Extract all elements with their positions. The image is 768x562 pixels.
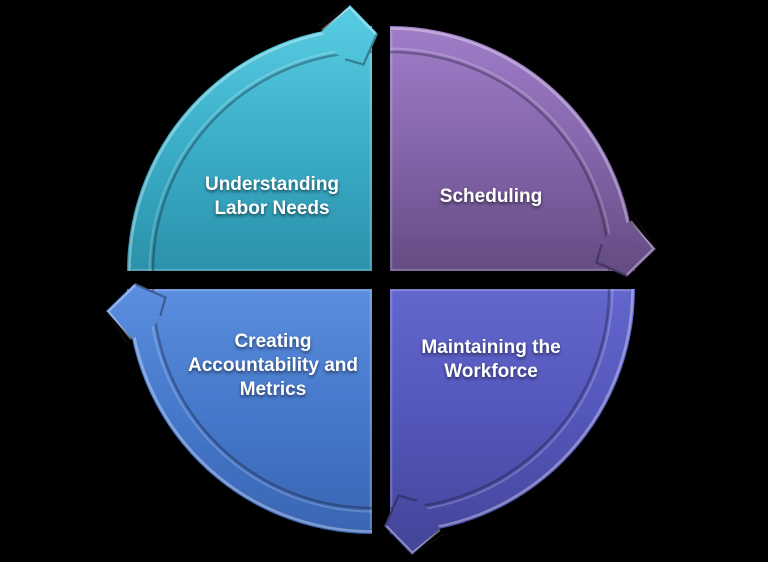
segment-understanding-labor-needs [125,3,380,273]
segment-maintaining-the-workforce [382,287,637,557]
segment-creating-accountability-and-metrics [104,281,374,536]
segment-scheduling [388,24,658,279]
